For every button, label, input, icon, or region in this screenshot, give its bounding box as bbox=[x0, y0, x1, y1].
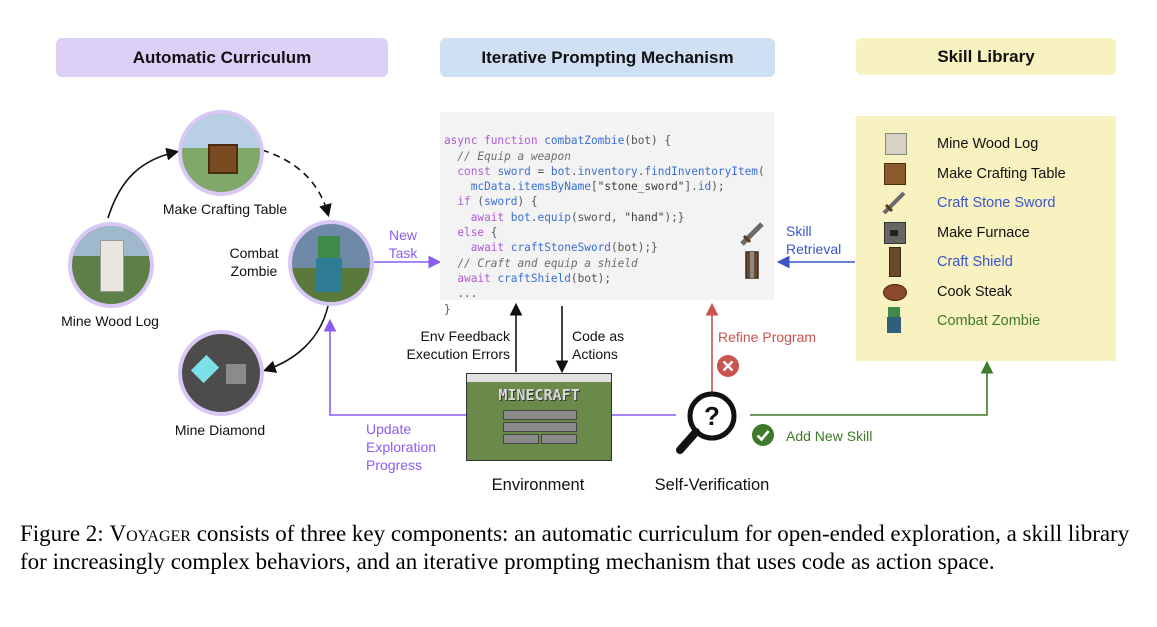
furnace-icon bbox=[880, 221, 908, 245]
skill-retrieval-line2: Retrieval bbox=[786, 241, 842, 257]
arrow-wood-to-table bbox=[107, 147, 180, 219]
env-feedback-line1: Env Feedback bbox=[420, 328, 511, 344]
skill-item: Craft Shield bbox=[880, 247, 1110, 277]
self-verification-label: Self-Verification bbox=[654, 476, 770, 494]
skill-label: Craft Stone Sword bbox=[937, 195, 1056, 211]
skill-label: Make Crafting Table bbox=[937, 166, 1066, 182]
minecraft-logo: MINECRAFT bbox=[498, 386, 580, 404]
combat-zombie-line1: Combat bbox=[229, 245, 279, 261]
skill-library-header: Skill Library bbox=[856, 38, 1116, 75]
combat-zombie-line2: Zombie bbox=[230, 263, 278, 279]
zombie-head-icon bbox=[318, 236, 340, 258]
code-line-3: const sword = bot.inventory.findInventor… bbox=[457, 164, 765, 178]
code-line-2: // Equip a weapon bbox=[444, 149, 571, 163]
skill-item: Make Crafting Table bbox=[880, 161, 1110, 187]
magnifier-question-icon: ? bbox=[676, 391, 737, 454]
wood-log-icon bbox=[880, 132, 908, 156]
code-line-7: else { bbox=[457, 226, 498, 240]
arrow-zombie-to-diamond bbox=[262, 305, 329, 373]
refine-program-label: Refine Program bbox=[718, 329, 817, 345]
header-label: Iterative Prompting Mechanism bbox=[481, 47, 734, 67]
skill-label: Make Furnace bbox=[937, 225, 1030, 241]
update-line2: Exploration bbox=[366, 439, 437, 455]
header-label: Automatic Curriculum bbox=[132, 47, 312, 67]
update-line3: Progress bbox=[366, 457, 423, 473]
code-block: async function combatZombie(bot) { // Eq… bbox=[440, 112, 774, 316]
code-line-6: await bot.equip(sword, "hand");} bbox=[470, 210, 685, 224]
skill-label: Combat Zombie bbox=[937, 313, 1041, 329]
code-line-8: await craftStoneSword(bot);} bbox=[470, 241, 658, 255]
check-icon bbox=[752, 424, 774, 446]
update-progress-label: Update Exploration Progress bbox=[366, 420, 466, 474]
zombie-image bbox=[288, 220, 374, 306]
new-task-line2: Task bbox=[388, 245, 418, 261]
env-feedback-line2: Execution Errors bbox=[406, 346, 510, 362]
skill-retrieval-label: Skill Retrieval bbox=[786, 222, 850, 258]
steak-icon bbox=[880, 280, 908, 304]
code-lines: async function combatZombie(bot) { // Eq… bbox=[444, 118, 765, 317]
diagram-arrows bbox=[107, 147, 994, 416]
diamond-image bbox=[178, 330, 264, 416]
skill-item: Cook Steak bbox=[880, 279, 1110, 305]
caption-text: consists of three key components: an aut… bbox=[20, 521, 1130, 574]
arrow-add-new-skill bbox=[750, 360, 994, 416]
caption-name: Voyager bbox=[109, 521, 191, 546]
skill-item: Mine Wood Log bbox=[880, 131, 1110, 157]
arrow-update-progress bbox=[323, 318, 466, 416]
skill-item: Make Furnace bbox=[880, 220, 1110, 246]
code-as-actions-label: Code as Actions bbox=[572, 327, 652, 363]
caption-prefix: Figure 2: bbox=[20, 521, 110, 546]
skill-item: Craft Stone Sword bbox=[880, 190, 1110, 216]
update-line1: Update bbox=[366, 421, 412, 437]
mine-wood-log-label: Mine Wood Log bbox=[61, 313, 159, 329]
arrow-table-to-zombie bbox=[261, 149, 332, 218]
skill-label: Cook Steak bbox=[937, 284, 1012, 300]
code-line-5: if (sword) { bbox=[457, 195, 538, 209]
code-as-actions-line1: Code as bbox=[572, 328, 625, 344]
automatic-curriculum-header: Automatic Curriculum bbox=[56, 38, 388, 77]
code-line-9: // Craft and equip a shield bbox=[444, 256, 638, 270]
mine-diamond-label: Mine Diamond bbox=[174, 422, 266, 438]
shield-icon bbox=[880, 247, 908, 277]
crafting-table-icon bbox=[208, 144, 238, 174]
environment-label: Environment bbox=[491, 476, 585, 494]
wood-log-icon bbox=[100, 240, 124, 292]
new-task-label: New Task bbox=[376, 226, 430, 262]
code-line-10: await craftShield(bot); bbox=[457, 271, 611, 285]
iterative-prompting-header: Iterative Prompting Mechanism bbox=[440, 38, 775, 77]
env-feedback-label: Env Feedback Execution Errors bbox=[384, 327, 510, 363]
code-as-actions-line2: Actions bbox=[572, 346, 618, 362]
code-line-4: mcData.itemsByName["stone_sword"].id); bbox=[470, 180, 725, 194]
zombie-icon bbox=[880, 307, 908, 333]
add-new-skill-label: Add New Skill bbox=[786, 428, 873, 444]
crafting-table-icon bbox=[880, 162, 908, 186]
wood-log-image bbox=[68, 222, 154, 308]
error-x-icon bbox=[717, 355, 739, 377]
make-crafting-table-label: Make Crafting Table bbox=[162, 201, 288, 217]
code-line-1: async function combatZombie(bot) { bbox=[444, 134, 672, 148]
figure-caption: Figure 2: Voyager consists of three key … bbox=[20, 520, 1140, 576]
svg-text:?: ? bbox=[704, 401, 720, 431]
stone-sword-icon bbox=[740, 222, 764, 246]
combat-zombie-label: Combat Zombie bbox=[222, 244, 286, 280]
new-task-line1: New bbox=[388, 227, 417, 243]
header-label: Skill Library bbox=[937, 46, 1035, 66]
skill-label: Craft Shield bbox=[937, 254, 1013, 270]
stone-sword-icon bbox=[880, 191, 908, 215]
shield-icon bbox=[745, 251, 759, 279]
skill-item: Combat Zombie bbox=[880, 307, 1110, 334]
skill-retrieval-line1: Skill bbox=[786, 223, 812, 239]
code-line-12: } bbox=[444, 302, 451, 316]
code-line-11: ... bbox=[444, 287, 478, 301]
diamond-icon bbox=[190, 354, 220, 384]
skill-label: Mine Wood Log bbox=[937, 136, 1039, 152]
minecraft-screenshot: MINECRAFT bbox=[466, 373, 612, 461]
crafting-table-image bbox=[178, 110, 264, 196]
